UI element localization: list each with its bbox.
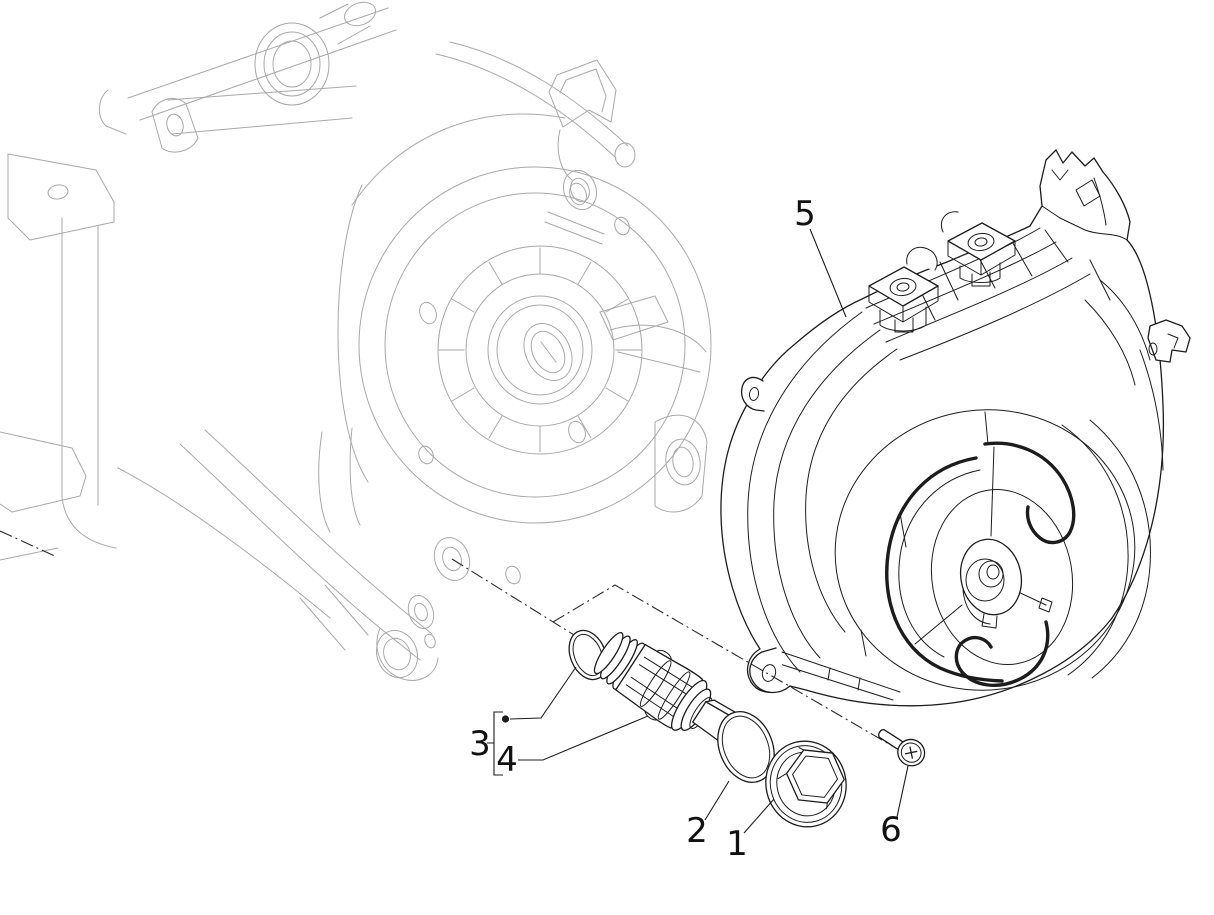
group-dot-3 bbox=[501, 715, 510, 723]
leader-line-6 bbox=[896, 765, 909, 818]
callout-leaders bbox=[487, 228, 909, 834]
callout-4: 4 bbox=[496, 740, 518, 780]
leader-line-5 bbox=[809, 228, 847, 318]
flywheel-cover-drawing bbox=[720, 149, 1191, 707]
centerline-stub bbox=[0, 530, 58, 558]
callout-1: 1 bbox=[726, 824, 748, 864]
leader-line-2 bbox=[704, 780, 730, 821]
hex-plug-drawing bbox=[765, 740, 847, 828]
leader-line-4 bbox=[518, 715, 649, 761]
callout-6: 6 bbox=[880, 810, 902, 850]
small-parts bbox=[568, 629, 926, 828]
crankcase-drawing bbox=[0, 1, 712, 681]
group-bracket-3 bbox=[487, 711, 503, 776]
callout-2: 2 bbox=[686, 811, 708, 851]
leader-line-3 bbox=[509, 666, 577, 720]
callout-3: 3 bbox=[469, 724, 491, 764]
centerline-screw-axis bbox=[552, 584, 909, 756]
screw-drawing bbox=[878, 729, 926, 767]
leader-line-1 bbox=[743, 798, 775, 834]
callout-5: 5 bbox=[794, 194, 816, 234]
o-ring-large-drawing bbox=[717, 711, 775, 783]
